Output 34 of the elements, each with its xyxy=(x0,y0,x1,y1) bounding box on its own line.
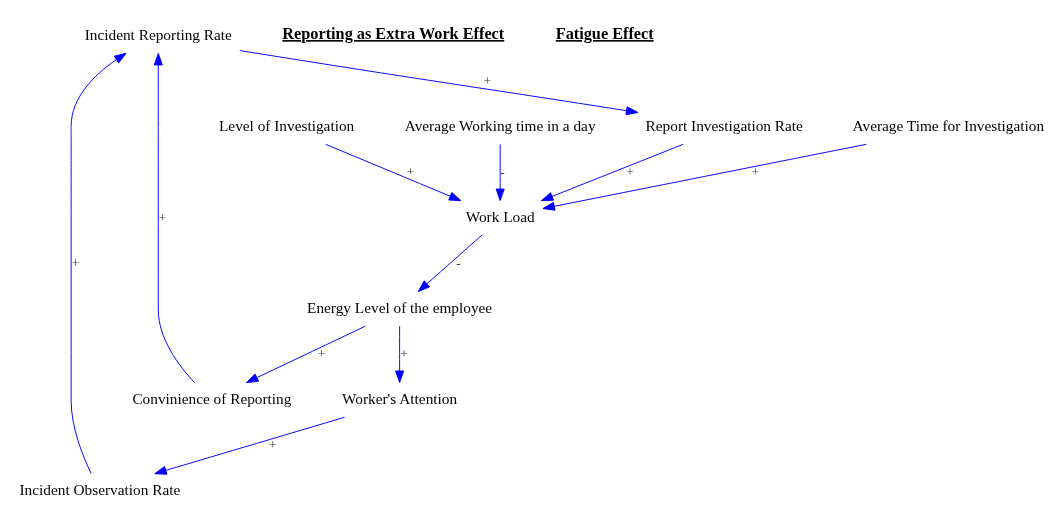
node-text: Average Time for Investigation xyxy=(852,116,1045,134)
node-text: Worker's Attention xyxy=(342,389,458,407)
node-text: Average Working time in a day xyxy=(404,116,596,134)
edge-label: + xyxy=(483,72,492,88)
node-text: Work Load xyxy=(465,207,535,225)
arrow xyxy=(540,143,684,201)
edge-label: - xyxy=(500,163,505,179)
node-text: Level of Investigation xyxy=(219,116,355,134)
node-text: Report Investigation Rate xyxy=(645,116,803,134)
edge-label: + xyxy=(400,345,408,361)
node-text: Energy Level of the employee xyxy=(307,298,493,316)
arrow xyxy=(245,325,366,383)
arrow xyxy=(395,325,405,383)
edge-label: + xyxy=(406,163,415,179)
arrow xyxy=(70,52,127,474)
edge-label: + xyxy=(268,436,277,452)
node-text: Incident Reporting Rate xyxy=(84,25,232,43)
edge-label: + xyxy=(317,345,326,361)
node-text: Convinience of Reporting xyxy=(132,389,292,407)
edge-label: - xyxy=(456,254,461,270)
arrow xyxy=(239,49,639,115)
edge-label: + xyxy=(751,163,760,179)
edge-label: + xyxy=(626,163,634,179)
label: Fatigue Effect xyxy=(555,24,654,43)
arrow xyxy=(153,52,196,383)
arrow xyxy=(417,234,483,292)
edge-label: + xyxy=(158,209,167,225)
edge-label: + xyxy=(71,254,80,270)
arrow xyxy=(542,143,867,211)
label: Reporting as Extra Work Effect xyxy=(282,24,505,43)
arrow xyxy=(495,143,505,201)
node-text: Incident Observation Rate xyxy=(19,480,181,498)
arrow xyxy=(154,416,346,475)
arrow xyxy=(325,143,462,201)
